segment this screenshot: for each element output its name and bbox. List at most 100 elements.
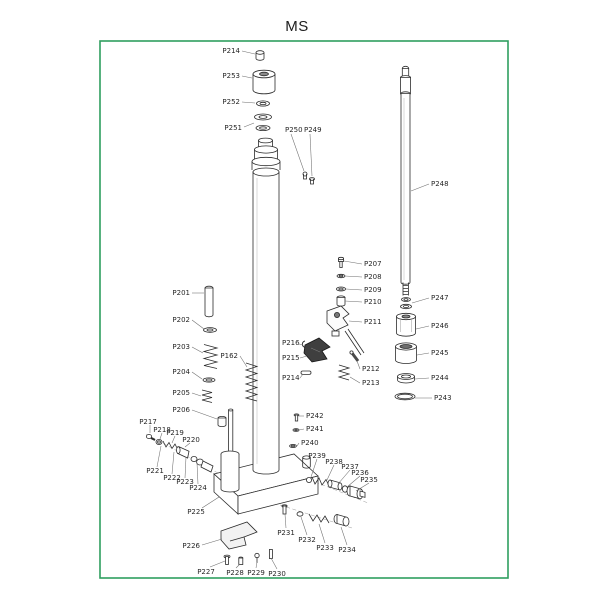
lever-highlight	[310, 347, 321, 353]
part-p213-spring	[337, 364, 351, 381]
part-p246-nut	[396, 312, 416, 337]
leader-p214-0	[241, 50, 256, 55]
part-p214-pin	[300, 370, 312, 375]
leader-p224-39	[196, 462, 199, 485]
part-label-p249-5: P249	[304, 126, 322, 134]
part-label-p231-46: P231	[277, 529, 295, 537]
part-p240-ring	[289, 443, 297, 448]
leader-p252-2	[241, 101, 256, 104]
leader-p232-47	[300, 516, 308, 536]
leader-p206-27	[191, 409, 218, 420]
part-p244-ring	[397, 373, 415, 384]
part-p214-bolt	[255, 50, 265, 61]
part-label-p207-12: P207	[364, 260, 382, 268]
part-p212-pin	[349, 350, 360, 362]
part-label-p221-36: P221	[146, 467, 164, 475]
part-p231-screw	[281, 504, 288, 515]
part-label-p238-51: P238	[325, 458, 343, 466]
part-p219-spring	[162, 440, 179, 451]
part-label-p220-35: P220	[182, 436, 200, 444]
leader-p251-3	[243, 122, 255, 128]
cylinder-base-small-parts	[289, 413, 300, 448]
pump-cylinder	[220, 408, 240, 493]
part-label-p227-42: P227	[197, 568, 215, 576]
part-p206-fitting	[217, 415, 227, 427]
part-p248-piston-rod	[400, 65, 411, 296]
filler-plug	[302, 455, 311, 469]
part-p218-washer	[155, 438, 163, 445]
part-label-p232-47: P232	[298, 536, 316, 544]
part-p220-cylinder	[176, 446, 190, 459]
part-label-p208-13: P208	[364, 273, 382, 281]
part-label-p217-32: P217	[139, 418, 157, 426]
lower-valve-chain	[281, 504, 350, 527]
leader-p219-34	[171, 435, 176, 444]
leader-p235-54	[355, 482, 370, 492]
leader-p244-10	[414, 377, 430, 380]
diagram-title: MS	[285, 18, 309, 35]
part-label-p236-53: P236	[351, 469, 369, 477]
leader-p222-37	[171, 451, 175, 475]
part-p228-spacer	[238, 556, 244, 565]
leader-p225-40	[201, 496, 220, 509]
part-label-p251-3: P251	[224, 124, 242, 132]
rod-ring-stack	[394, 297, 417, 401]
leader-p221-36	[156, 445, 162, 468]
leader-p207-12	[343, 260, 363, 265]
leader-p240-31	[296, 442, 300, 447]
part-p221-ring	[190, 455, 198, 462]
part-label-p203-24: P203	[172, 343, 190, 351]
leader-p215-20	[299, 355, 308, 359]
part-label-p242-29: P242	[306, 412, 324, 420]
leader-p230-45	[270, 557, 278, 570]
part-p204-ring	[202, 377, 216, 383]
main-cylinder	[251, 137, 281, 475]
part-label-p222-37: P222	[163, 474, 181, 482]
part-label-p211-16: P211	[364, 318, 382, 326]
part-label-p224-39: P224	[189, 484, 207, 492]
part-p162-spring	[244, 362, 259, 402]
leader-p218-33	[159, 432, 163, 440]
part-p250-p249-screws	[302, 171, 315, 185]
leader-p211-16	[348, 320, 363, 323]
part-p230-pin	[268, 549, 273, 559]
axis-right-valve-chain	[302, 476, 369, 504]
part-label-p233-48: P233	[316, 544, 334, 552]
leader-p227-42	[209, 560, 226, 568]
part-label-p239-50: P239	[308, 452, 326, 460]
leader-p248-6	[410, 183, 430, 192]
part-label-p204-25: P204	[172, 368, 190, 376]
top-cap-parts	[252, 50, 276, 132]
leader-p247-7	[411, 297, 430, 304]
part-p209-ring	[335, 286, 346, 292]
part-label-p226-41: P226	[182, 542, 200, 550]
part-p232-ring	[296, 511, 304, 517]
part-p227-bolt	[223, 554, 231, 565]
part-p217-bolt	[145, 434, 156, 441]
leader-p239-50	[310, 458, 318, 478]
part-label-p210-15: P210	[364, 298, 382, 306]
part-p203-spring	[202, 344, 219, 369]
part-p234-knob	[333, 513, 350, 527]
part-p208-ring	[336, 273, 346, 279]
leader-p226-41	[201, 538, 223, 546]
part-label-p218-33: P218	[153, 426, 171, 434]
part-label-p240-31: P240	[301, 439, 319, 447]
part-p252-oring	[256, 100, 270, 107]
part-p202-washer	[203, 327, 217, 333]
part-label-p245-9: P245	[431, 349, 449, 357]
leader-p216-19	[298, 343, 304, 346]
part-p242-bolt	[293, 413, 300, 422]
leader-p233-48	[318, 523, 326, 544]
part-p253-cap	[252, 69, 276, 95]
part-label-p243-11: P243	[434, 394, 452, 402]
part-label-p253-1: P253	[222, 72, 240, 80]
plunger-parts	[201, 285, 259, 427]
part-label-p214-21: P214	[282, 374, 300, 382]
part-label-p216-19: P216	[282, 339, 300, 347]
leader-p220-35	[184, 442, 191, 448]
part-p233-spring	[308, 513, 330, 524]
part-label-p219-34: P219	[166, 429, 184, 437]
